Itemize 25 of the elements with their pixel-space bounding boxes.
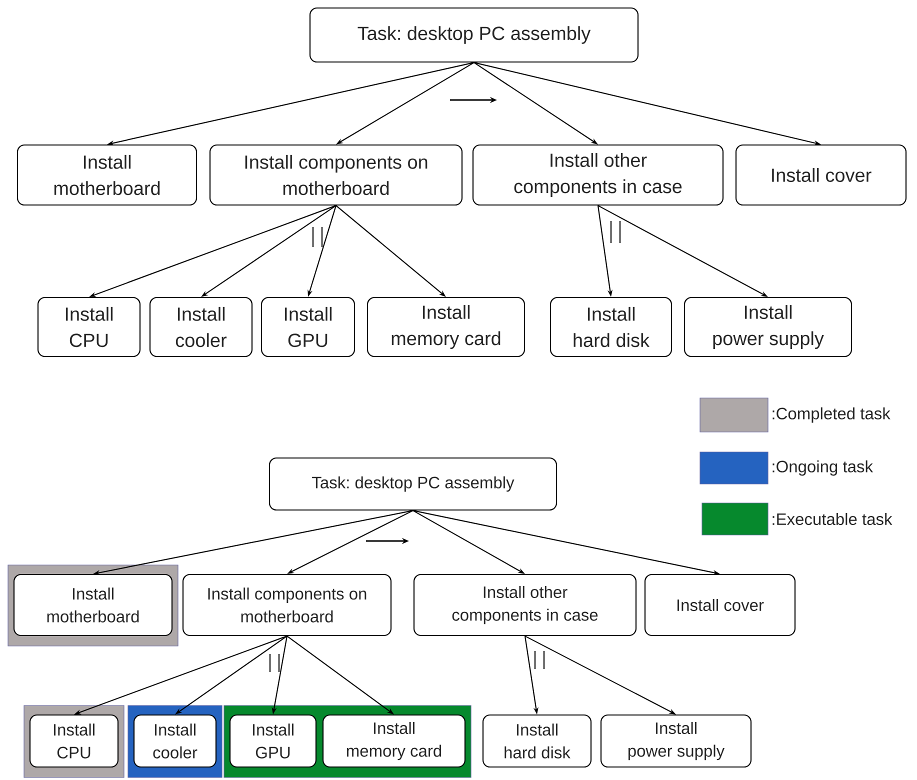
task-box: Install memory card [366,296,526,358]
task-box: Install GPU [260,296,356,358]
task-box: Install CPU [29,714,119,768]
task-box: Install motherboard [13,574,173,636]
legend-label: :Executable task [772,512,892,526]
task-box: Install GPU [229,714,317,768]
task-box: Install power supply [600,714,752,768]
task-box: Install cover [644,574,796,636]
task-box: Install motherboard [16,144,198,206]
task-box: Install components on motherboard [182,574,392,636]
task-box: Install other components in case [413,574,637,636]
task-box: Install hard disk [482,714,592,768]
task-box: Install CPU [37,296,141,358]
task-box: Install cooler [133,714,217,768]
task-box: Task: desktop PC assembly [309,7,639,63]
task-box: Install components on motherboard [209,144,463,206]
legend-label: :Ongoing task [772,460,874,476]
task-box: Install cover [735,144,907,206]
task-box: Install power supply [684,296,852,358]
task-box: Install cooler [149,296,253,358]
legend-label: :Completed task [772,407,890,423]
task-box: Task: desktop PC assembly [268,457,558,511]
task-box: Install other components in case [472,144,724,206]
task-box: Install memory card [322,714,466,768]
task-box: Install hard disk [550,296,672,358]
